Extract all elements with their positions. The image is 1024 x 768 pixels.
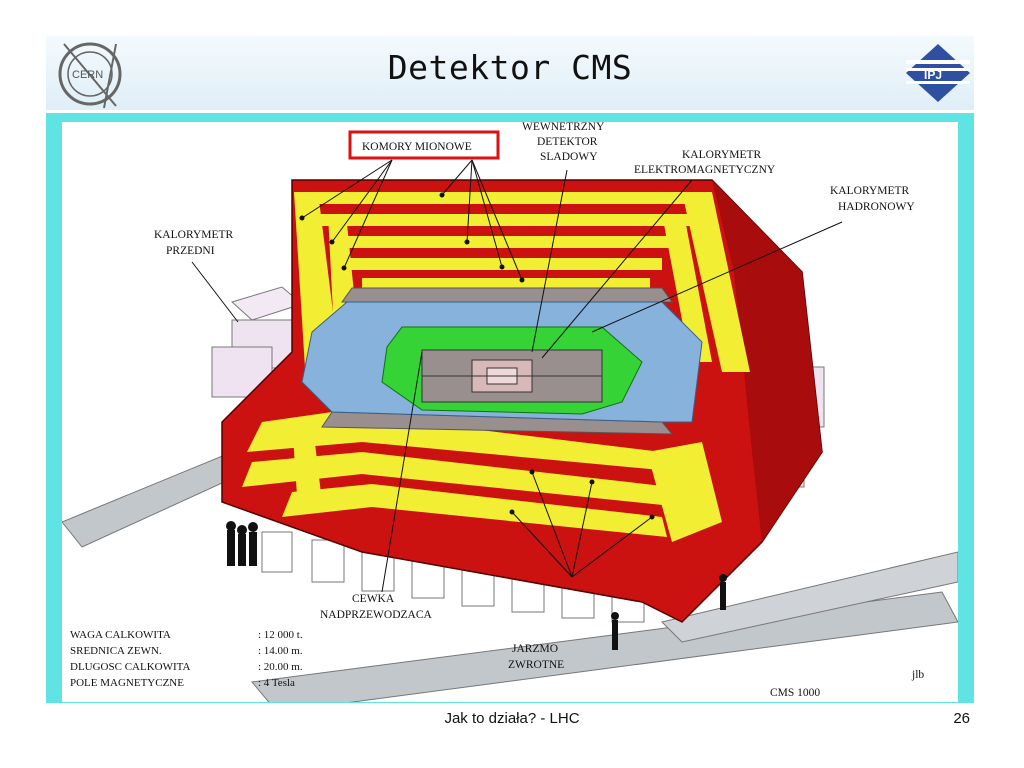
label-hadron-calorimeter-line1: KALORYMETR <box>830 185 910 197</box>
label-signature: jlb <box>911 669 924 681</box>
label-em-calorimeter-line1: KALORYMETR <box>682 149 762 161</box>
label-muon-chambers: KOMORY MIONOWE <box>362 141 472 153</box>
spec-name-0: WAGA CALKOWITA <box>70 629 171 641</box>
inner-tracker <box>421 349 603 403</box>
label-inner-tracker-line1: WEWNETRZNY <box>522 122 605 133</box>
cern-logo-text: CERN <box>72 69 103 81</box>
ipj-logo-text: IPJ <box>924 68 942 82</box>
muon-chambers-lower <box>242 412 722 542</box>
label-solenoid-line1: CEWKA <box>352 593 395 605</box>
callout-lines <box>191 159 843 593</box>
label-forward-calorimeter-line1: KALORYMETR <box>154 229 234 241</box>
callout-dots <box>299 192 655 520</box>
label-return-yoke-line2: ZWROTNE <box>508 659 564 671</box>
detector-drawing: KOMORY MIONOWE WEWNETRZNY DETEKTOR SLADO… <box>62 122 958 702</box>
label-hadron-calorimeter-line2: HADRONOWY <box>838 201 915 213</box>
spec-value-0: : 12 000 t. <box>258 629 303 641</box>
label-inner-tracker-line2: DETEKTOR <box>537 136 598 148</box>
cern-logo: CERN <box>58 42 122 109</box>
spec-value-1: : 14.00 m. <box>258 645 303 657</box>
label-version: CMS 1000 <box>770 687 820 699</box>
label-em-calorimeter-line2: ELEKTROMAGNETYCZNY <box>634 164 776 176</box>
footer-caption: Jak to działa? - LHC <box>444 710 580 727</box>
label-forward-calorimeter-line2: PRZEDNI <box>166 245 215 257</box>
spec-name-3: POLE MAGNETYCZNE <box>70 677 184 689</box>
label-return-yoke-line1: JARZMO <box>512 643 558 655</box>
slide-title: Detektor CMS <box>387 48 633 87</box>
spec-name-1: SREDNICA ZEWN. <box>70 645 162 657</box>
muon-chambers-highlight-box <box>348 130 500 160</box>
spec-value-3: : 4 Tesla <box>258 677 295 689</box>
slide-header: CERN Detektor CMS IPJ <box>46 36 974 110</box>
spec-name-2: DLUGOSC CALKOWITA <box>70 661 190 673</box>
floor-rails <box>62 451 958 702</box>
ipj-logo: IPJ <box>906 44 970 102</box>
page-number: 26 <box>953 710 970 727</box>
label-inner-tracker-line3: SLADOWY <box>540 151 598 163</box>
label-solenoid-line2: NADPRZEWODZACA <box>320 609 432 621</box>
cms-detector-diagram: KOMORY MIONOWE WEWNETRZNY DETEKTOR SLADO… <box>62 122 958 702</box>
spec-value-2: : 20.00 m. <box>258 661 303 673</box>
specs-table: WAGA CALKOWITA : 12 000 t. SREDNICA ZEWN… <box>70 629 303 689</box>
people-silhouettes <box>226 521 727 650</box>
